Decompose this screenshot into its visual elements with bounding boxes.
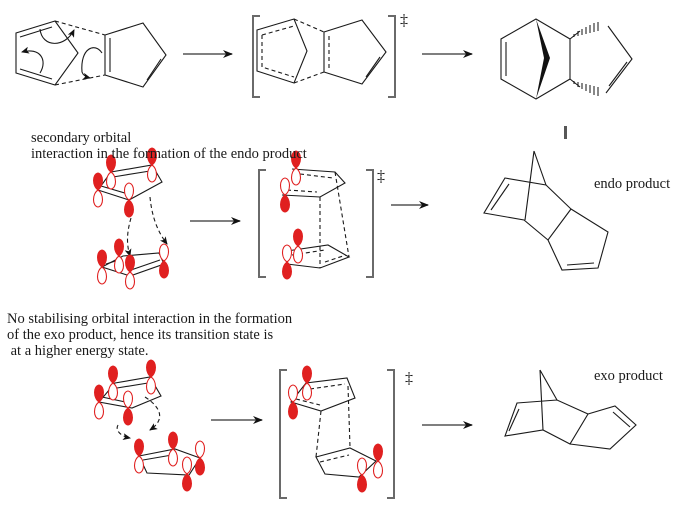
exo-caption-line1: No stabilising orbital interaction in th…: [7, 311, 293, 327]
p-orbital: [96, 249, 108, 285]
p-orbital: [133, 438, 145, 474]
row2-endo-transition-state: [258, 150, 374, 280]
exo-caption-line2: of the exo product, hence its transition…: [7, 327, 274, 343]
p-orbital: [93, 384, 105, 420]
row2-endo-product: [483, 150, 609, 271]
p-orbital: [92, 172, 104, 208]
p-orbital: [281, 244, 293, 280]
p-orbital: [194, 440, 206, 476]
row1-transition-state: [252, 15, 396, 98]
endo-caption-line2: interaction in the formation of the endo…: [31, 146, 307, 162]
p-orbital: [124, 254, 136, 290]
p-orbital: [356, 457, 368, 493]
exo-caption-line3: at a higher energy state.: [7, 343, 149, 359]
equivalence-symbol: |||: [563, 124, 568, 140]
p-orbital: [123, 182, 135, 218]
row3-exo-reactants: [93, 359, 206, 492]
exo-product-label: exo product: [594, 368, 663, 384]
row3-exo-product: [504, 369, 637, 450]
endo-caption-line1: secondary orbital: [31, 130, 132, 146]
row1-reactants: [15, 20, 167, 88]
row1-endo-adduct: [500, 18, 633, 100]
transition-state-symbol: ‡: [400, 12, 408, 29]
p-orbital: [292, 228, 304, 264]
p-orbital: [158, 243, 170, 279]
transition-state-symbol: ‡: [377, 168, 385, 185]
transition-state-symbol: ‡: [405, 370, 413, 387]
row3-exo-transition-state: [279, 365, 395, 499]
row2-endo-reactants: [92, 147, 170, 290]
p-orbital: [287, 384, 299, 420]
endo-product-label: endo product: [594, 176, 671, 192]
